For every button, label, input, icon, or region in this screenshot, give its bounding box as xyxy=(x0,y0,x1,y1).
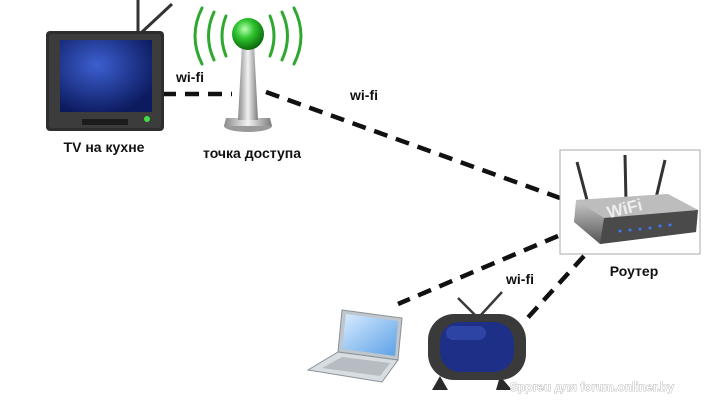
edge-label-tv-ap: wi-fi xyxy=(175,69,204,85)
edge-label-tv-router: wi-fi xyxy=(505,271,534,287)
laptop-icon xyxy=(306,309,403,383)
retro-tv-icon xyxy=(428,291,526,390)
router-icon: WiFi xyxy=(559,149,701,255)
link-router-to-tv xyxy=(520,254,586,326)
access-point-icon xyxy=(193,6,303,132)
router-label: Роутер xyxy=(610,263,659,279)
access-point-label: точка доступа xyxy=(203,145,301,161)
link-access-point-to-router xyxy=(265,89,561,201)
kitchen-tv-icon xyxy=(46,0,174,131)
edge-label-ap-router: wi-fi xyxy=(349,87,378,103)
kitchen-tv-label: TV на кухне xyxy=(64,139,145,155)
link-router-to-laptop xyxy=(397,233,559,307)
links xyxy=(162,89,586,326)
watermark: Sppreu для forum.onliner.by xyxy=(510,380,675,394)
